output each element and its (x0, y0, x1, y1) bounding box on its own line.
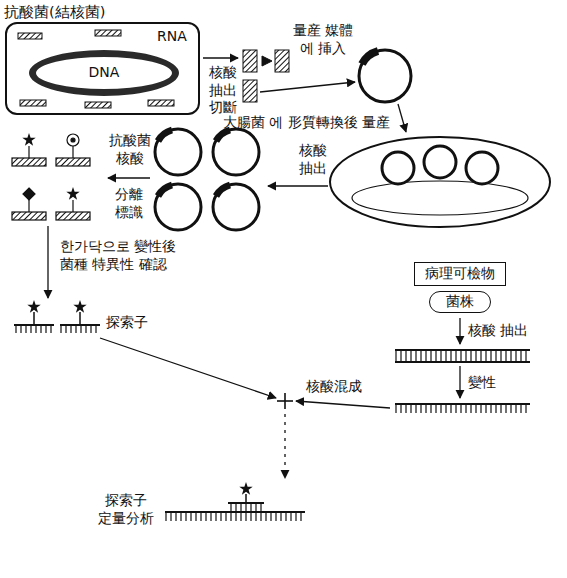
arrow (296, 401, 390, 408)
node-text: 病理可檢物 (425, 265, 495, 283)
step-label: 核酸 抽出 切斷 (206, 64, 240, 117)
arrow (459, 366, 460, 398)
step-label: 核酸混成 (306, 378, 386, 396)
arrow (108, 177, 150, 178)
step-label: 核酸 抽出 (296, 142, 330, 177)
specimen-box: 病理可檢物 (414, 262, 506, 286)
dna-fragments (243, 50, 289, 102)
arrow (260, 82, 355, 92)
rna-label: RNA (157, 28, 187, 46)
hybrid (165, 494, 305, 521)
arrow (47, 226, 48, 298)
arrow (268, 185, 328, 186)
plus-mark (277, 393, 293, 409)
plasmids (155, 129, 259, 230)
dna-ring: DNA (29, 50, 179, 96)
node-text: DNA (89, 64, 120, 82)
step-label: 分離 標識 (112, 186, 146, 221)
cell-heading: 抗酸菌(結核菌) (4, 3, 105, 21)
double-strand-dna (395, 350, 530, 362)
arrow (100, 338, 276, 398)
step-label: 大腸菌 에 形質轉換後 量産 (190, 114, 390, 132)
e-coli-cell (330, 137, 550, 227)
step-label: 抗酸菌 核酸 (106, 132, 154, 167)
arrow (459, 318, 460, 344)
single-strand-dna (395, 404, 530, 413)
probes (14, 312, 100, 333)
node-text: 菌株 (446, 293, 474, 311)
result-label: 探索子 定量分析 (95, 492, 157, 527)
probe-label: 探索子 (106, 314, 166, 332)
step-label: 한가닥으로 變性後 菌種 特異性 確認 (60, 238, 200, 273)
step-label: 核酸 抽出 (468, 322, 558, 340)
dotted-arrow (284, 414, 285, 478)
labelled-fragments (12, 134, 90, 220)
arrow (398, 104, 406, 132)
plasmid-vector (359, 50, 411, 102)
step-label: 量産 媒體 에 挿入 (290, 22, 356, 57)
strain-box: 菌株 (429, 291, 491, 313)
cell-outline: 抗酸菌(結核菌)RNADNA (5, 22, 200, 115)
arrow (203, 57, 238, 58)
step-label: 變性 (468, 374, 528, 392)
